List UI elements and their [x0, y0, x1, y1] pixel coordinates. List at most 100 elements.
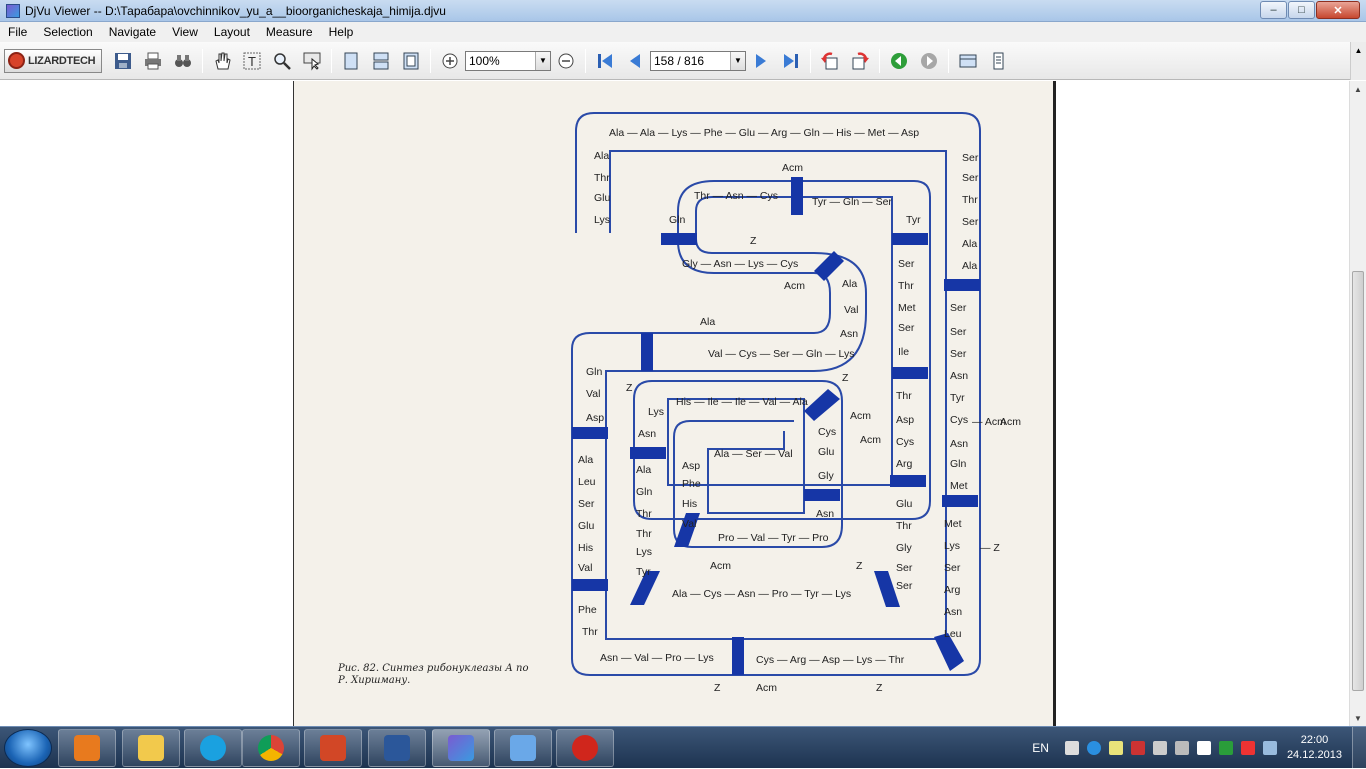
previous-page-button[interactable] [622, 48, 648, 74]
residue-label: Z [714, 682, 721, 694]
chevron-down-icon[interactable]: ▼ [535, 51, 550, 70]
residue-label: Glu [896, 498, 913, 510]
taskbar-djvu-viewer[interactable] [432, 729, 490, 767]
residue-label: Thr [594, 172, 610, 184]
residue-label: Lys [944, 540, 960, 552]
single-page-button[interactable] [338, 48, 364, 74]
residue-label: Val [682, 518, 696, 530]
text-select-button[interactable]: T [239, 48, 265, 74]
start-button[interactable] [4, 729, 52, 767]
scroll-down-icon[interactable]: ▼ [1354, 713, 1362, 723]
save-button[interactable] [110, 48, 136, 74]
residue-label: Z [876, 682, 883, 694]
thumbnails-button[interactable] [955, 48, 981, 74]
taskbar-editor[interactable] [494, 729, 552, 767]
vertical-scrollbar[interactable]: ▲ ▼ [1349, 81, 1366, 726]
system-tray: EN 22:00 24.12.2013 [1032, 727, 1366, 769]
ligation-site [661, 233, 697, 245]
zoom-in-button[interactable] [437, 48, 463, 74]
signal-icon[interactable] [1064, 741, 1079, 755]
taskbar-recorder[interactable] [556, 729, 614, 767]
taskbar-chrome[interactable] [242, 729, 300, 767]
residue-label: Ser [962, 216, 979, 228]
taskbar-powerpoint[interactable] [304, 729, 362, 767]
chevron-down-icon[interactable]: ▼ [730, 51, 745, 70]
hand-tool-button[interactable] [209, 48, 235, 74]
residue-label: Gln [636, 486, 653, 498]
document-page: Ala — Ala — Lys — Phe — Glu — Arg — Gln … [293, 81, 1056, 726]
power-icon[interactable] [1262, 741, 1277, 755]
close-button[interactable]: ✕ [1316, 1, 1360, 19]
maximize-button[interactable]: □ [1288, 1, 1315, 19]
page-number-select[interactable]: 158 / 816 ▼ [650, 50, 746, 71]
menu-navigate[interactable]: Navigate [108, 25, 157, 39]
ligation-site [641, 333, 653, 371]
taskbar-word[interactable] [368, 729, 426, 767]
residue-label: Thr [962, 194, 978, 206]
residue-label: Thr [636, 528, 652, 540]
scrollbar-thumb[interactable] [1352, 271, 1364, 691]
residue-label: Arg [896, 458, 913, 470]
scroll-up-icon[interactable]: ▲ [1354, 84, 1362, 94]
residue-label: Acm [860, 434, 881, 446]
last-page-button[interactable] [778, 48, 804, 74]
first-page-button[interactable] [592, 48, 618, 74]
notes-icon[interactable] [1108, 741, 1123, 755]
continuous-page-button[interactable] [368, 48, 394, 74]
rotate-left-button[interactable] [817, 48, 843, 74]
page-info-button[interactable] [985, 48, 1011, 74]
flag-icon[interactable] [1240, 741, 1255, 755]
clock[interactable]: 22:00 24.12.2013 [1287, 733, 1342, 763]
rotate-right-button[interactable] [847, 48, 873, 74]
b-app-icon[interactable] [1196, 741, 1211, 755]
volume-icon[interactable] [1174, 741, 1189, 755]
residue-label: Tyr [906, 214, 921, 226]
media-icon[interactable] [1086, 741, 1101, 755]
lizardtech-logo[interactable]: LIZARDTECH [4, 48, 102, 73]
region-select-button[interactable] [299, 48, 325, 74]
h-app-icon[interactable] [1218, 741, 1233, 755]
residue-label: Ala — Ala — Lys — Phe — Glu — Arg — Gln … [609, 127, 919, 139]
next-page-button[interactable] [748, 48, 774, 74]
djvu-app-icon [6, 3, 20, 18]
document-view[interactable]: Ala — Ala — Lys — Phe — Glu — Arg — Gln … [0, 81, 1349, 726]
chrome-icon [258, 735, 284, 761]
minimize-button[interactable]: – [1260, 1, 1287, 19]
menu-selection[interactable]: Selection [43, 25, 93, 39]
residue-label: Ser [950, 348, 967, 360]
clock-time: 22:00 [1300, 734, 1329, 746]
zoom-select[interactable]: 100% ▼ [465, 50, 551, 71]
facing-pages-button[interactable] [398, 48, 424, 74]
show-desktop-button[interactable] [1352, 727, 1366, 769]
menu-layout[interactable]: Layout [213, 25, 250, 39]
residue-label: Acm [756, 682, 777, 694]
rotate-right-icon [852, 51, 869, 69]
forward-arrow-icon [921, 52, 937, 69]
ligation-site [942, 495, 978, 507]
back-button[interactable] [886, 48, 912, 74]
ligation-site [572, 579, 608, 591]
zoom-select-button[interactable] [269, 48, 295, 74]
taskbar-skype[interactable] [184, 729, 242, 767]
toolbar-separator [810, 48, 811, 73]
menu-view[interactable]: View [172, 25, 198, 39]
zoom-out-button[interactable] [553, 48, 579, 74]
network-icon[interactable] [1152, 741, 1167, 755]
find-button[interactable] [170, 48, 196, 74]
toolbar-overflow-chevron-icon[interactable]: ▲ [1350, 42, 1366, 80]
figure-caption: Рис. 82. Синтез рибонуклеазы А по Р. Хир… [337, 663, 528, 686]
taskbar-media-player[interactable] [58, 729, 116, 767]
djvu-icon [448, 735, 474, 761]
clock-date: 24.12.2013 [1286, 749, 1342, 761]
taskbar-explorer[interactable] [122, 729, 180, 767]
language-indicator[interactable]: EN [1032, 741, 1049, 755]
zoom-out-icon [558, 53, 574, 68]
forward-button[interactable] [916, 48, 942, 74]
menu-file[interactable]: File [8, 25, 28, 39]
print-button[interactable] [140, 48, 166, 74]
menu-help[interactable]: Help [328, 25, 354, 39]
antivirus-icon[interactable] [1130, 741, 1145, 755]
ligation-site [804, 389, 840, 421]
menu-measure[interactable]: Measure [265, 25, 313, 39]
residue-label: Tyr — Gln — Ser [812, 196, 892, 208]
